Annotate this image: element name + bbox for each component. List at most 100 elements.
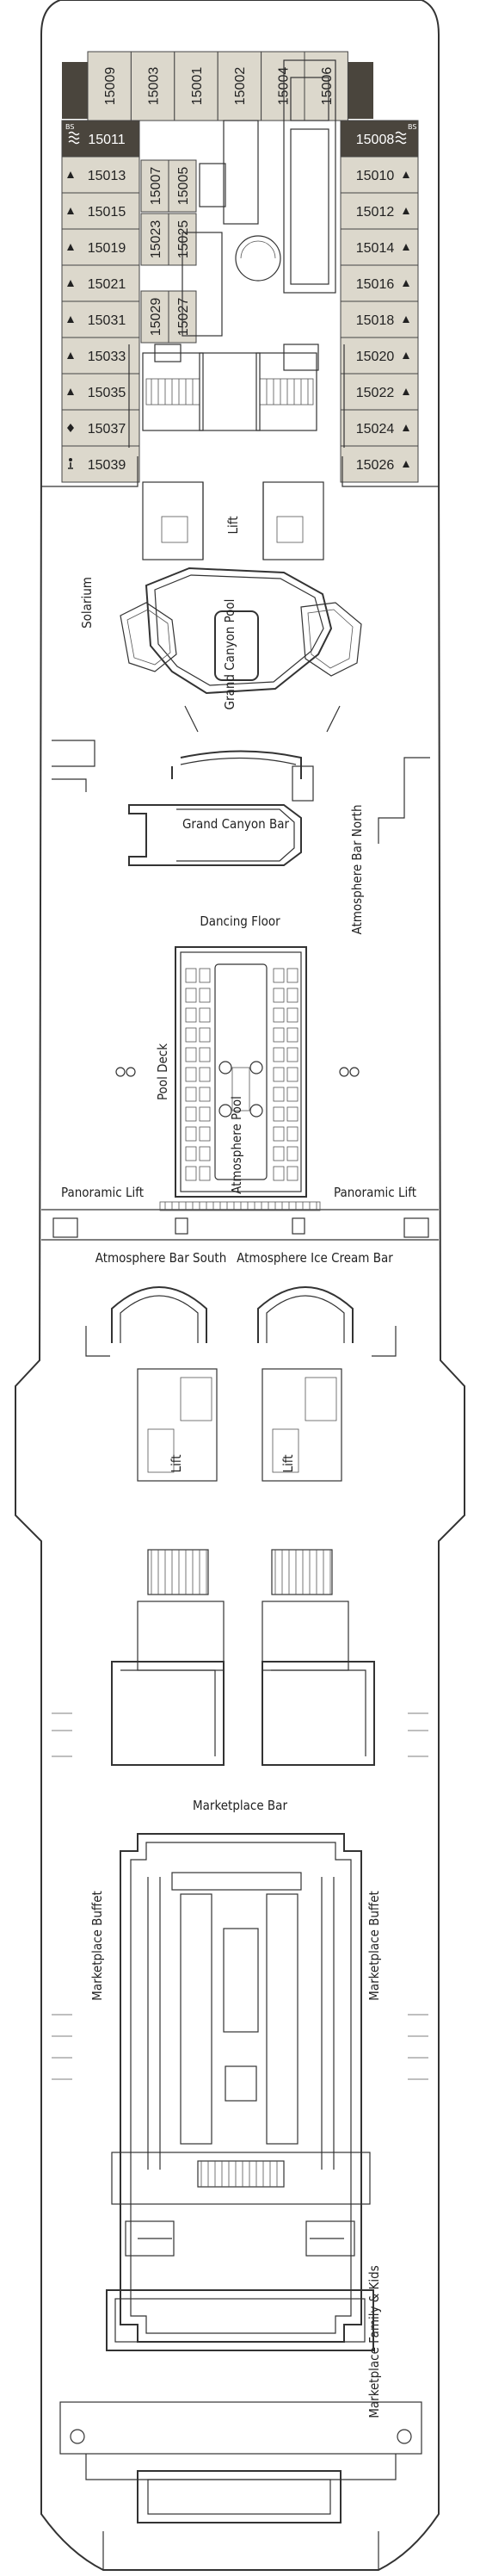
triangle-icon <box>67 388 74 395</box>
triangle-icon <box>403 207 409 214</box>
diamond-icon <box>67 424 74 432</box>
cabin-number: 15016 <box>356 277 395 292</box>
grand-canyon-pool-label: Grand Canyon Pool <box>222 599 237 710</box>
triangle-icon <box>403 352 409 359</box>
lounger <box>273 968 285 983</box>
lounger <box>185 1067 197 1082</box>
bow-dark-right <box>348 62 373 119</box>
lounger <box>286 1087 298 1102</box>
lounger <box>273 988 285 1003</box>
cabin-15008[interactable]: 15008 BS <box>340 120 419 158</box>
panoramic-lift-left-label: Panoramic Lift <box>61 1185 144 1200</box>
atmosphere-bar-south-text: Atmosphere Bar South <box>95 1250 227 1266</box>
forward-core <box>128 59 345 448</box>
waves-icon <box>395 131 407 145</box>
cabin-number: 15025 <box>176 220 191 259</box>
lounger <box>199 1087 211 1102</box>
cabin-15016[interactable]: 15016 <box>340 264 419 302</box>
port-side-detail <box>52 740 95 792</box>
triangle-icon <box>403 244 409 251</box>
triangle-icon <box>403 316 409 323</box>
lounger <box>273 1047 285 1062</box>
cabin-15004[interactable]: 15004 <box>261 51 305 121</box>
stern-structure <box>59 2401 422 2570</box>
cabin-number: 15009 <box>103 67 118 106</box>
deck-separator <box>41 456 439 487</box>
cabin-number: 15015 <box>88 205 126 220</box>
cabin-15015[interactable]: 15015 <box>61 192 140 230</box>
cabin-15019[interactable]: 15019 <box>61 228 140 266</box>
cabin-15039[interactable]: 15039 <box>61 445 140 483</box>
atmosphere-bar-north-label: Atmosphere Bar North <box>349 804 365 934</box>
cabin-15033[interactable]: 15033 <box>61 337 140 375</box>
lounger <box>286 1067 298 1082</box>
cabin-15026[interactable]: 15026 <box>340 445 419 483</box>
cabin-15010[interactable]: 15010 <box>340 156 419 194</box>
cabin-number: 15026 <box>356 458 395 473</box>
grand-canyon-bar-area <box>128 750 314 866</box>
triangle-icon <box>403 280 409 287</box>
cabin-number: 15011 <box>88 133 125 147</box>
triangle-icon <box>403 171 409 178</box>
triangle-icon <box>67 171 74 178</box>
cabin-number: 15027 <box>176 298 191 337</box>
lounger <box>199 1126 211 1142</box>
pool-deck-label: Pool Deck <box>155 1043 170 1100</box>
cabin-number: 15012 <box>356 205 395 220</box>
lounger <box>185 1027 197 1043</box>
pool-deck-markers <box>115 1067 360 1077</box>
cabin-15012[interactable]: 15012 <box>340 192 419 230</box>
atmosphere-pool-label: Atmosphere Pool <box>229 1096 244 1194</box>
cabin-number: 15001 <box>190 67 205 106</box>
triangle-icon <box>67 352 74 359</box>
aft-lift-cores <box>111 1368 375 1766</box>
balcony-badge: BS <box>408 123 416 131</box>
cabin-number: 15010 <box>356 169 395 183</box>
lounger <box>273 1126 285 1142</box>
cabin-15014[interactable]: 15014 <box>340 228 419 266</box>
cabin-number: 15029 <box>149 298 163 337</box>
lounger <box>199 1027 211 1043</box>
cabin-15020[interactable]: 15020 <box>340 337 419 375</box>
port-cabins: 15011BS150131501515019150211503115033150… <box>61 120 140 483</box>
cabin-15023[interactable]: 15023 <box>140 213 169 266</box>
cabin-15035[interactable]: 15035 <box>61 373 140 411</box>
cabin-15003[interactable]: 15003 <box>130 51 175 121</box>
cabin-number: 15021 <box>88 277 126 292</box>
lounger <box>199 1047 211 1062</box>
lounger <box>199 1106 211 1122</box>
lounger <box>273 1106 285 1122</box>
cabin-15009[interactable]: 15009 <box>87 51 132 121</box>
cabin-15001[interactable]: 15001 <box>174 51 218 121</box>
lounger <box>185 1126 197 1142</box>
marketplace-buffet-left-label: Marketplace Buffet <box>89 1891 105 2001</box>
lounger <box>185 1087 197 1102</box>
cabin-number: 15008 <box>356 133 395 147</box>
cabin-number: 15014 <box>356 241 395 256</box>
cabin-15037[interactable]: 15037 <box>61 409 140 447</box>
lounger <box>286 1166 298 1181</box>
cabin-number: 15023 <box>149 220 163 259</box>
deck-dashes <box>52 1712 428 2080</box>
cabin-15021[interactable]: 15021 <box>61 264 140 302</box>
lounger <box>185 1146 197 1161</box>
cabin-15029[interactable]: 15029 <box>140 290 169 344</box>
cabin-15002[interactable]: 15002 <box>217 51 262 121</box>
cabin-15005[interactable]: 15005 <box>168 159 197 213</box>
waves-icon <box>68 131 80 145</box>
lift-label: Lift <box>225 516 241 534</box>
cabin-number: 15024 <box>356 422 395 437</box>
lounger <box>273 1087 285 1102</box>
bow-cabin-block <box>62 62 373 119</box>
cabin-15024[interactable]: 15024 <box>340 409 419 447</box>
cabin-15022[interactable]: 15022 <box>340 373 419 411</box>
cabin-15006[interactable]: 15006 <box>304 51 348 121</box>
cabin-15031[interactable]: 15031 <box>61 300 140 338</box>
cabin-15013[interactable]: 15013 <box>61 156 140 194</box>
cabin-15018[interactable]: 15018 <box>340 300 419 338</box>
cabin-15007[interactable]: 15007 <box>140 159 169 213</box>
grand-canyon-pool-area <box>120 567 362 733</box>
lounger <box>286 968 298 983</box>
